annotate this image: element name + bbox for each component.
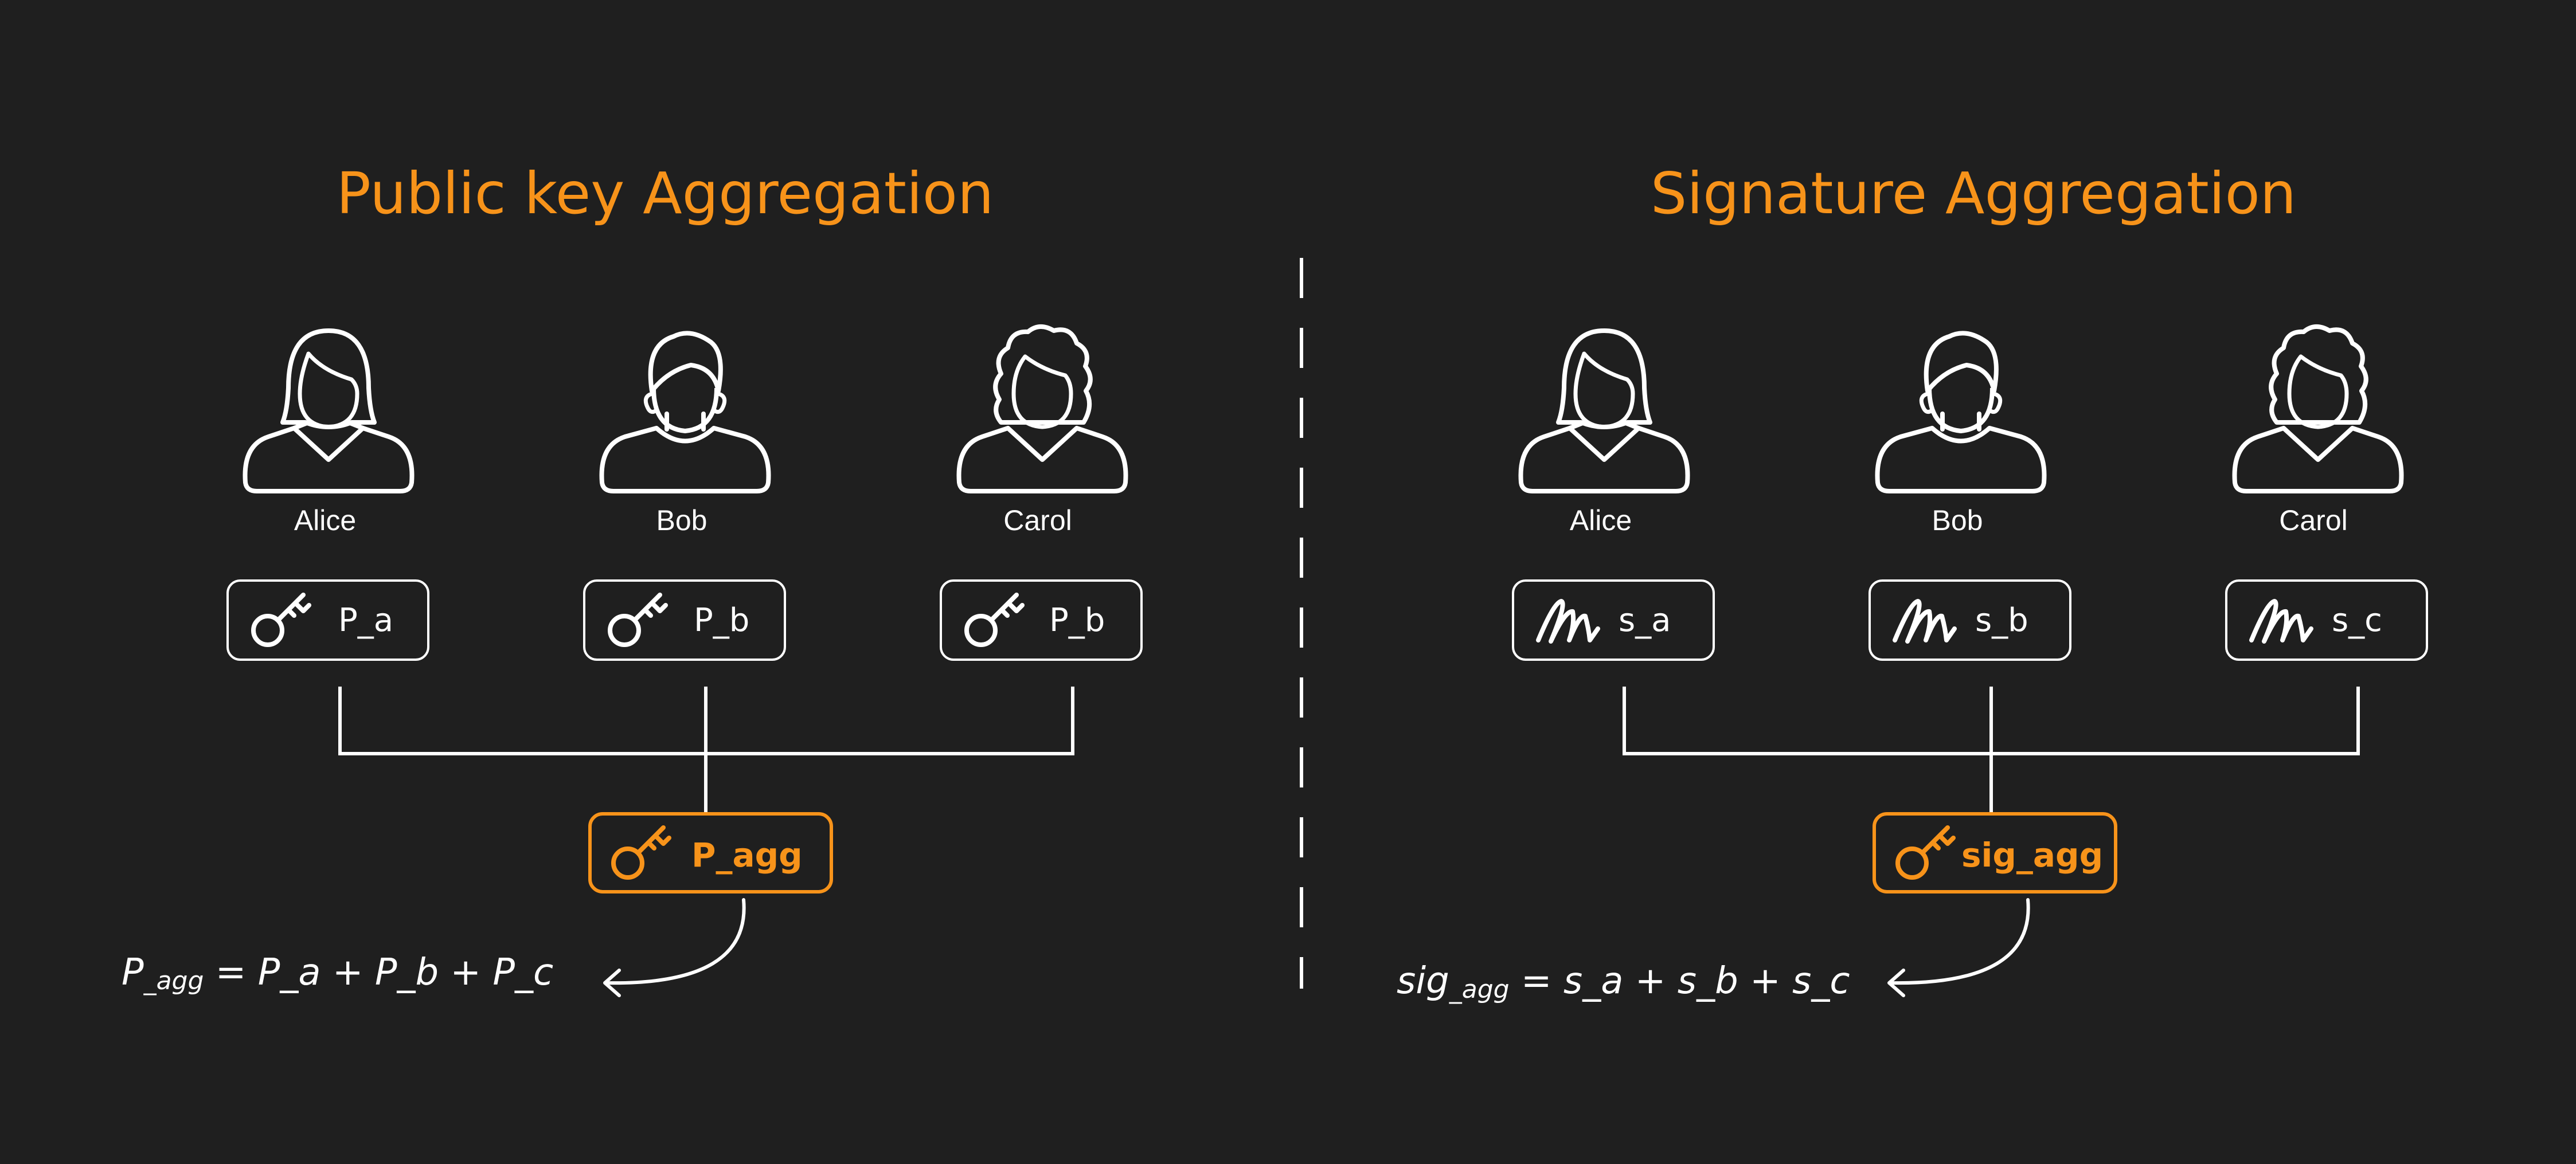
man-icon: [602, 333, 769, 491]
person-name: Bob: [1932, 504, 1983, 536]
key-icon: [1898, 828, 1953, 877]
person-alice: Alice: [245, 331, 412, 536]
woman-icon: [245, 331, 412, 491]
panel-title: Public key Aggregation: [337, 160, 994, 227]
woman-icon: [1521, 331, 1688, 491]
key-icon: [613, 828, 669, 877]
public-key-box-bob: P_b: [583, 579, 786, 661]
formula-lhs: P: [122, 951, 144, 994]
key-label: P_b: [1049, 602, 1105, 639]
key-label: P_b: [694, 602, 749, 639]
signature-icon: [1895, 601, 1955, 641]
connector-lines: [338, 687, 1074, 814]
person-bob: Bob: [1878, 333, 2045, 536]
person-carol: Carol: [2235, 327, 2402, 536]
signature-label: s_b: [1975, 602, 2028, 639]
formula-rhs: = s_a + s_b + s_c: [1510, 960, 1850, 1002]
person-bob: Bob: [602, 333, 769, 536]
person-name: Bob: [656, 504, 707, 536]
public-key-box-alice: P_a: [226, 579, 429, 661]
signature-panel: Signature Aggregation Alice Bob Carol s_…: [1397, 160, 2428, 1004]
man-icon: [1878, 333, 2045, 491]
key-label: P_a: [338, 602, 393, 639]
person-name: Alice: [1570, 504, 1632, 536]
public-key-panel: Public key Aggregation Alice Bob Carol P…: [122, 160, 1143, 997]
curved-arrow: [1887, 898, 2030, 997]
curved-arrow: [603, 898, 746, 997]
aggregate-label: P_agg: [691, 836, 803, 875]
person-name: Carol: [2279, 504, 2347, 536]
formula-subscript: _agg: [1449, 975, 1510, 1004]
public-key-box-carol: P_b: [940, 579, 1143, 661]
formula-subscript: _agg: [143, 966, 204, 996]
curly-hair-woman-icon: [2235, 327, 2402, 491]
aggregate-signature-box: sig_agg: [1873, 812, 2117, 893]
formula: sig_agg = s_a + s_b + s_c: [1397, 960, 1850, 1004]
signature-box-bob: s_b: [1869, 579, 2071, 661]
person-name: Carol: [1003, 504, 1072, 536]
aggregate-key-box: P_agg: [588, 812, 833, 893]
key-icon: [610, 595, 666, 645]
person-name: Alice: [294, 504, 356, 536]
key-icon: [253, 595, 309, 645]
aggregate-label: sig_agg: [1961, 836, 2103, 875]
person-alice: Alice: [1521, 331, 1688, 536]
panel-title: Signature Aggregation: [1651, 160, 2296, 227]
signature-box-alice: s_a: [1512, 579, 1715, 661]
signature-box-carol: s_c: [2225, 579, 2428, 661]
signature-label: s_c: [2332, 602, 2382, 639]
connector-lines: [1623, 687, 2360, 814]
formula: P_agg = P_a + P_b + P_c: [122, 951, 553, 996]
formula-lhs: sig: [1397, 960, 1449, 1002]
person-carol: Carol: [959, 327, 1126, 536]
signature-label: s_a: [1619, 602, 1671, 639]
key-icon: [967, 595, 1022, 645]
formula-rhs: = P_a + P_b + P_c: [204, 951, 553, 994]
signature-icon: [1538, 601, 1598, 641]
curly-hair-woman-icon: [959, 327, 1126, 491]
signature-icon: [2251, 601, 2311, 641]
